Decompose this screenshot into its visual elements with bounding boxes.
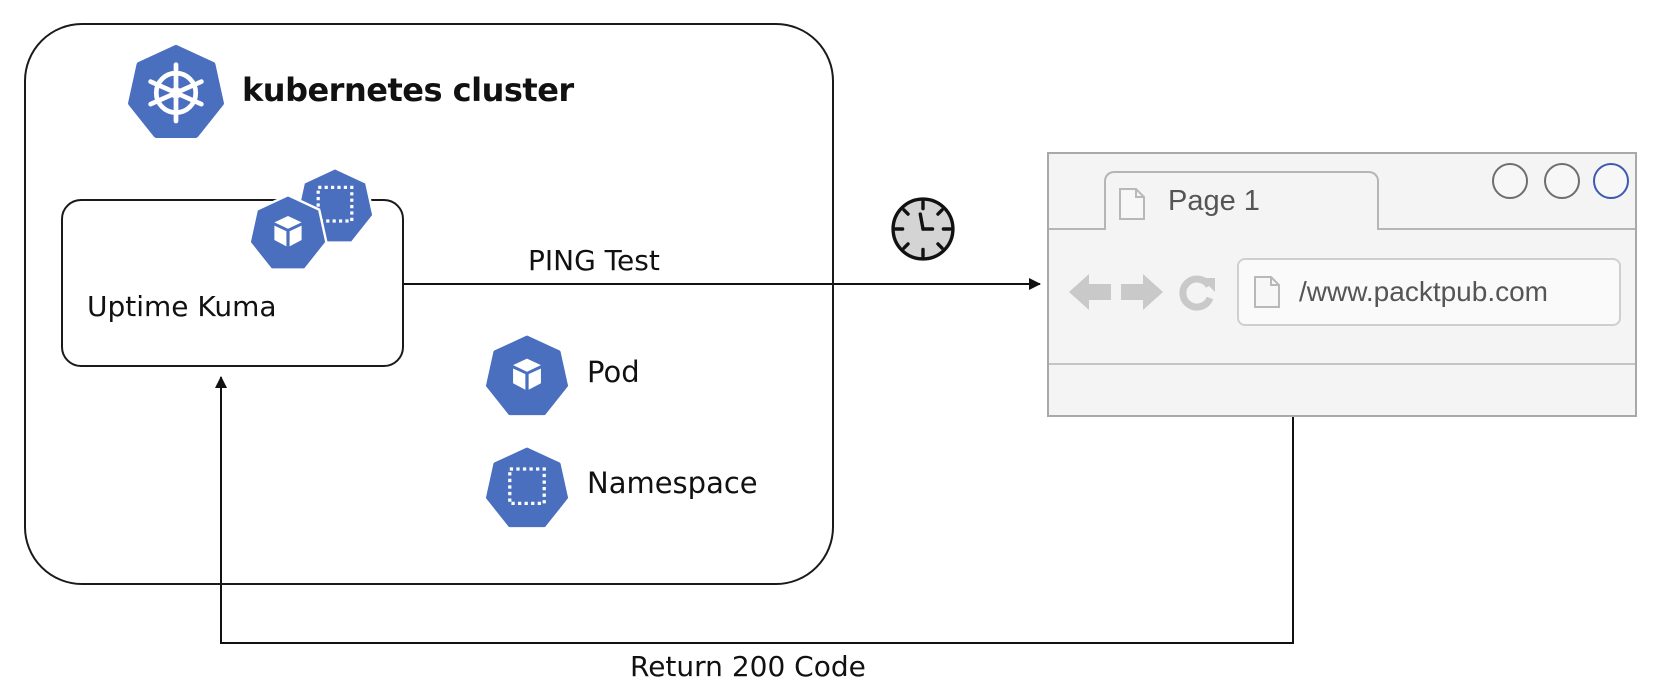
window-button-2[interactable] [1544, 163, 1580, 199]
url-text: /www.packtpub.com [1299, 276, 1548, 307]
forward-arrow-icon[interactable] [1119, 272, 1165, 312]
clock-icon [891, 197, 955, 261]
window-button-3[interactable] [1593, 163, 1629, 199]
reload-icon[interactable] [1177, 272, 1217, 312]
pod-cube-icon [248, 194, 328, 271]
browser-content-divider [1049, 363, 1635, 365]
kubernetes-cluster-boundary [24, 23, 834, 585]
legend-pod-icon [486, 335, 568, 416]
page-icon [1119, 188, 1145, 220]
uptime-kuma-label: Uptime Kuma [87, 290, 277, 323]
browser-tab[interactable]: Page 1 [1104, 171, 1379, 230]
url-bar[interactable]: /www.packtpub.com [1237, 258, 1621, 326]
browser-window: Page 1 /www.packtpub.com [1047, 152, 1637, 417]
ping-test-label: PING Test [528, 244, 660, 277]
kubernetes-helm-wheel-icon [128, 44, 224, 138]
return-code-label: Return 200 Code [630, 650, 866, 683]
legend-namespace-label: Namespace [587, 466, 758, 500]
cluster-title: kubernetes cluster [242, 71, 574, 109]
window-button-1[interactable] [1492, 163, 1528, 199]
url-page-icon [1254, 276, 1280, 308]
legend-namespace-icon [486, 447, 568, 528]
return-code-arrow [215, 376, 1294, 644]
back-arrow-icon[interactable] [1067, 272, 1113, 312]
tab-title: Page 1 [1168, 185, 1260, 217]
legend-pod-label: Pod [587, 355, 640, 389]
uptime-kuma-node [61, 199, 404, 367]
